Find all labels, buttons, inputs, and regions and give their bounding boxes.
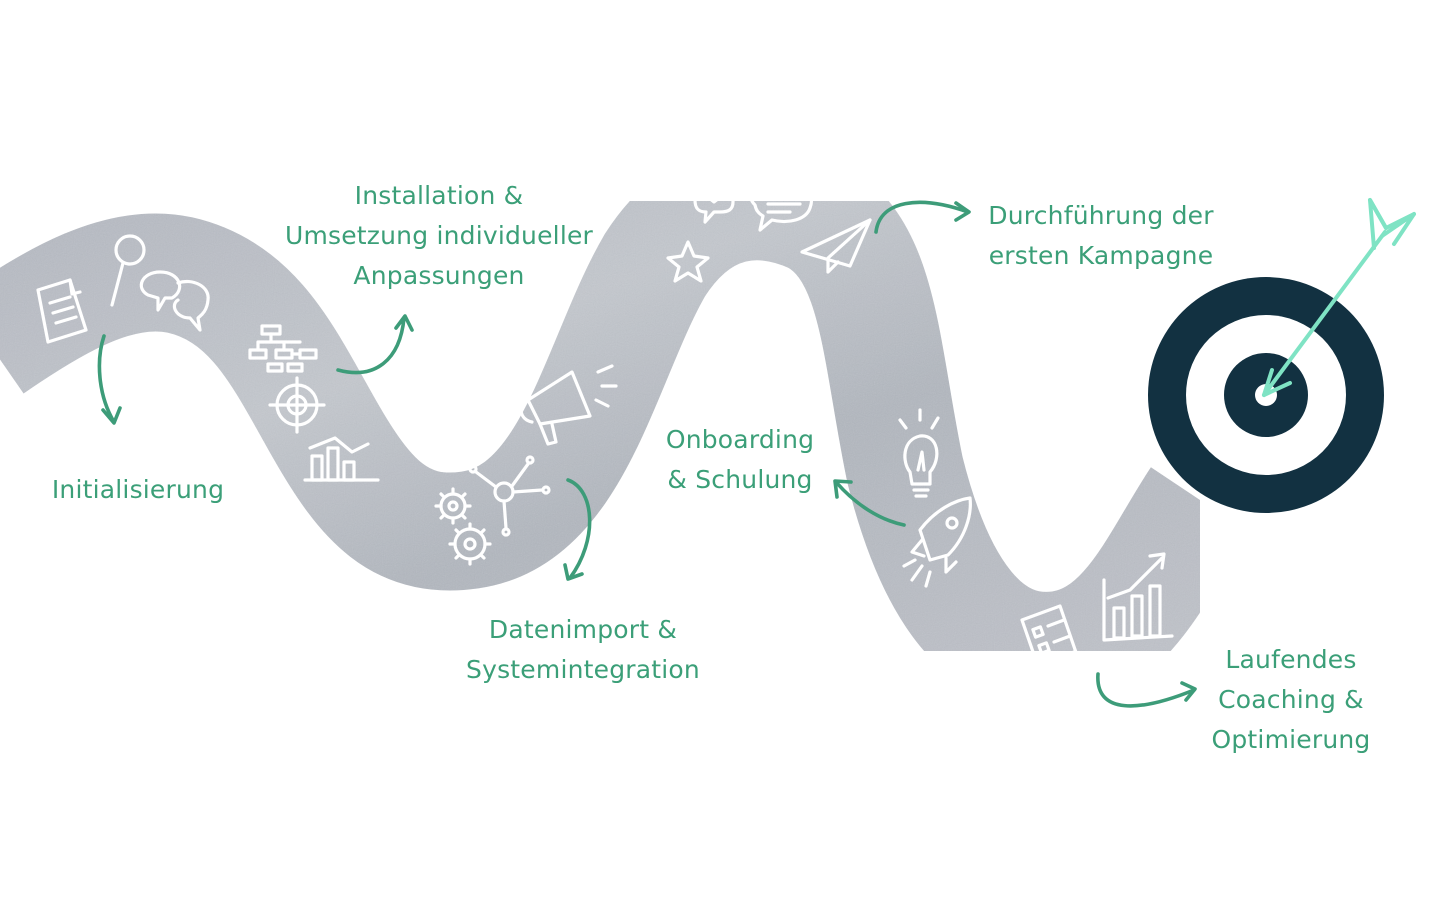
arrow-laufendes: [1096, 672, 1197, 708]
arrow-installation: [336, 314, 414, 375]
target-crosshair-icon: [268, 376, 326, 434]
label-line: Coaching &: [1218, 685, 1364, 714]
magnifier-icon: [110, 234, 146, 307]
gears-icon: [434, 487, 492, 566]
label-durchfuehrung: Durchführung der ersten Kampagne: [968, 196, 1234, 276]
label-line: Anpassungen: [353, 261, 525, 290]
winding-road: [0, 142, 1250, 710]
network-icon: [468, 455, 551, 537]
label-line: ersten Kampagne: [988, 241, 1214, 270]
label-line: Initialisierung: [51, 475, 225, 504]
label-line: Durchführung der: [988, 201, 1214, 230]
arrow-datenimport: [563, 478, 592, 581]
document-icon: [36, 278, 88, 344]
arrow-icon: [1262, 198, 1416, 397]
bar-chart-icon: [303, 436, 380, 482]
label-installation: Installation & Umsetzung individueller A…: [270, 176, 608, 296]
rocket-icon: [902, 496, 972, 588]
lightbulb-icon: [898, 408, 940, 498]
heart-bubble-icon: [693, 176, 735, 224]
checklist-icon: [1020, 604, 1082, 680]
label-line: Umsetzung individueller: [284, 221, 594, 250]
paper-plane-icon: [800, 218, 872, 274]
text-bubble-icon: [749, 178, 813, 232]
label-laufendes: Laufendes Coaching & Optimierung: [1196, 640, 1386, 760]
label-line: Laufendes: [1225, 645, 1357, 674]
label-line: Installation &: [354, 181, 524, 210]
label-onboarding: Onboarding & Schulung: [650, 420, 830, 500]
label-line: Systemintegration: [466, 655, 700, 684]
growth-chart-icon: [1102, 552, 1174, 642]
label-line: Onboarding: [665, 425, 815, 454]
label-line: Optimierung: [1211, 725, 1371, 754]
chat-bubbles-icon: [139, 270, 210, 332]
label-initialisierung: Initialisierung: [48, 470, 228, 510]
megaphone-icon: [519, 364, 618, 446]
arrow-durchfuehrung: [874, 200, 971, 234]
flowchart-icon: [248, 324, 318, 373]
label-line: & Schulung: [667, 465, 813, 494]
label-datenimport: Datenimport & Systemintegration: [448, 610, 718, 690]
star-icon: [666, 240, 710, 283]
label-line: Datenimport &: [488, 615, 678, 644]
arrow-onboarding: [833, 479, 906, 527]
arrow-initialisierung: [97, 334, 122, 425]
